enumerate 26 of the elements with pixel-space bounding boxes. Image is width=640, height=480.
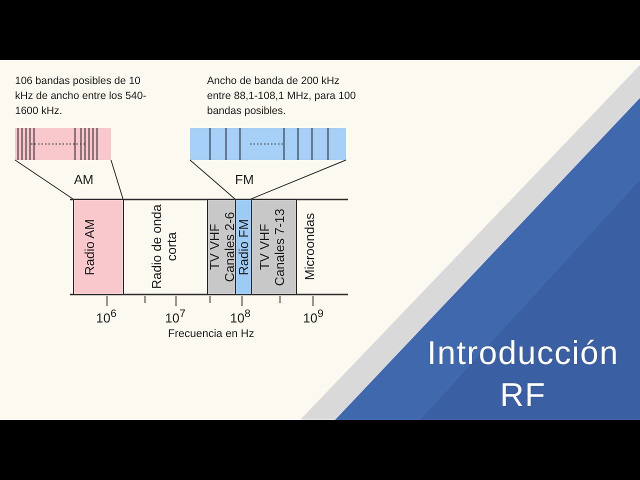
frequency-band bbox=[235, 200, 251, 294]
channel-strip bbox=[190, 128, 346, 160]
band-label: Radio de onda corta bbox=[148, 203, 180, 292]
title-heading: Introducción RF bbox=[426, 333, 620, 415]
band-label: Microondas bbox=[302, 213, 317, 281]
band-name: AM bbox=[74, 172, 94, 187]
caption-text: Ancho de banda de 200 kHz entre 88,1-108,1 MHz, para 100 bandas posibles. bbox=[207, 74, 357, 119]
band-label: TV VHF Canales 2-6 bbox=[206, 210, 236, 284]
zoom-line bbox=[110, 160, 124, 200]
tick-label: 10$^{6}$ bbox=[96, 308, 116, 326]
zoom-line bbox=[190, 160, 236, 200]
axis-title: Frecuencia en Hz bbox=[168, 328, 254, 340]
band-label: Radio AM bbox=[82, 218, 98, 276]
band-name: FM bbox=[235, 172, 254, 187]
zoom-line bbox=[14, 160, 74, 200]
channel-strip bbox=[15, 128, 111, 160]
frequency-band bbox=[251, 200, 296, 294]
tick-label: 10$^{7}$ bbox=[165, 308, 186, 326]
frequency-band bbox=[73, 200, 123, 294]
band-label: Radio FM bbox=[236, 218, 251, 276]
tick-label: 10$^{9}$ bbox=[303, 308, 324, 326]
band-label: TV VHF Canales 7-13 bbox=[257, 207, 288, 288]
frequency-band bbox=[207, 200, 235, 294]
caption-text: 106 bandas posibles de 10 kHz de ancho entre los 540-1600 kHz. bbox=[15, 74, 147, 119]
tick-label: 10$^{8}$ bbox=[230, 308, 250, 326]
zoom-line bbox=[250, 160, 346, 200]
